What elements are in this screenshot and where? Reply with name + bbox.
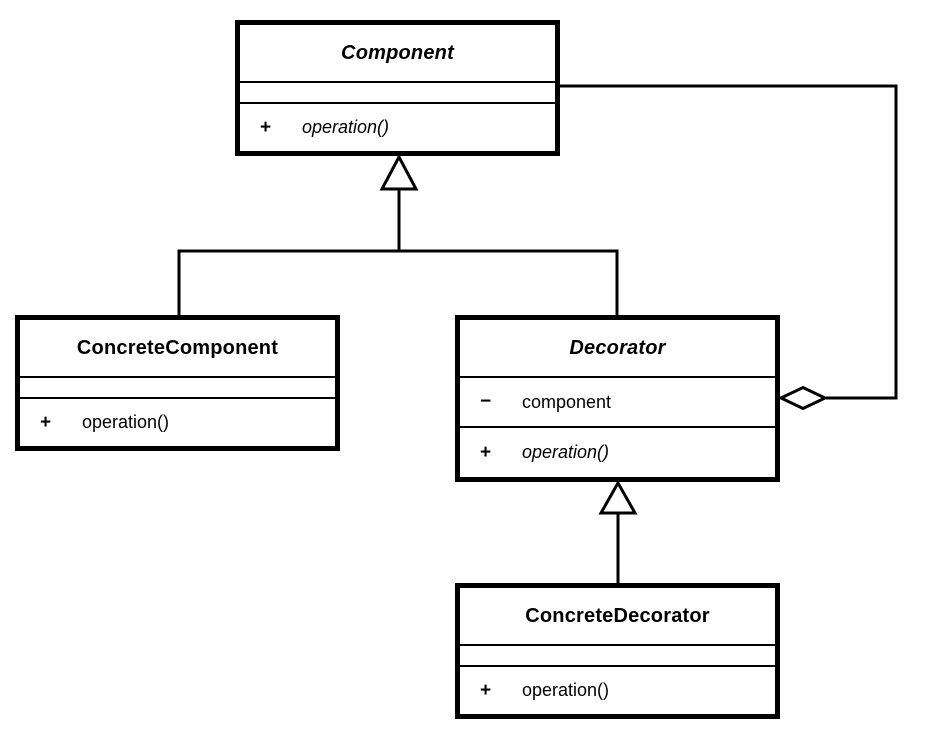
operation-label: operation() [302,117,390,137]
class-name-decorator: Decorator [569,336,666,359]
class-box-decorator: Decorator − component + operation() [455,315,780,482]
operation-label: operation() [82,412,170,432]
visibility-public-sign: + [260,116,272,138]
class-box-concrete-component: ConcreteComponent + operation() [15,315,340,451]
attribute-row: − component [460,378,775,426]
generalization-triangle-component [379,153,419,191]
visibility-public-sign: + [480,441,492,463]
generalization-triangle-decorator [598,479,638,515]
class-name-concrete-decorator: ConcreteDecorator [525,604,710,627]
operation-row: + operation() [20,399,335,446]
attributes-compartment-concrete-decorator [460,644,775,665]
aggregation-line [560,84,898,400]
class-name-concrete-component: ConcreteComponent [76,336,279,359]
aggregation-diamond [777,385,829,411]
class-name-component: Component [341,41,454,64]
operation-label: operation() [522,680,610,700]
operations-compartment-decorator: + operation() [460,426,775,477]
operation-row: + operation() [460,667,775,714]
visibility-public-sign: + [40,411,52,433]
operations-compartment-concrete-decorator: + operation() [460,665,775,714]
attributes-compartment-component [240,81,555,102]
attributes-compartment-decorator: − component [460,376,775,426]
operation-row: + operation() [460,428,775,477]
operations-compartment-concrete-component: + operation() [20,397,335,446]
operation-row: + operation() [240,104,555,151]
attributes-compartment-concrete-component [20,376,335,397]
operation-label: operation() [522,442,610,462]
operations-compartment-component: + operation() [240,102,555,151]
visibility-private-sign: − [480,391,492,412]
class-box-component: Component + operation() [235,20,560,156]
class-box-concrete-decorator: ConcreteDecorator + operation() [455,583,780,719]
attribute-label: component [522,391,612,412]
visibility-public-sign: + [480,679,492,701]
